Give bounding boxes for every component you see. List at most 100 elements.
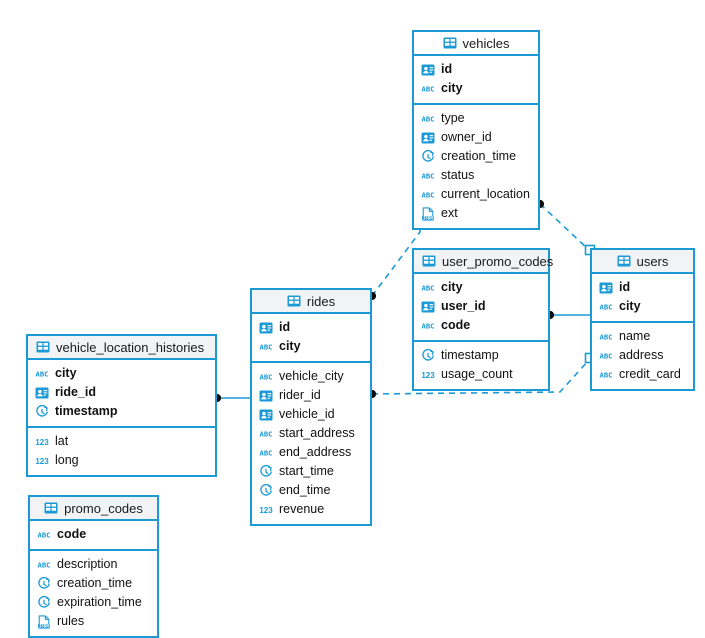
svg-text:ABC: ABC <box>422 283 435 292</box>
column-name: city <box>55 366 77 381</box>
table-grid-icon <box>617 254 631 268</box>
column-row[interactable]: ABC code <box>30 525 157 544</box>
table-header[interactable]: promo_codes <box>30 497 157 521</box>
column-name: lat <box>55 434 69 449</box>
column-row[interactable]: timestamp <box>28 402 215 421</box>
table-grid-icon <box>443 36 457 50</box>
table-grid-icon <box>36 340 50 354</box>
abc-string-icon: ABC <box>259 340 273 354</box>
table-title: promo_codes <box>64 500 143 516</box>
table-header[interactable]: users <box>592 250 693 274</box>
column-row[interactable]: id <box>592 278 693 297</box>
abc-string-icon: ABC <box>37 558 51 572</box>
column-name: code <box>441 318 471 333</box>
column-row[interactable]: owner_id <box>414 128 538 147</box>
column-row[interactable]: 123 lat <box>28 432 215 451</box>
column-name: rules <box>57 614 85 629</box>
uuid-card-icon <box>421 300 435 314</box>
table-header[interactable]: user_promo_codes <box>414 250 553 274</box>
column-row[interactable]: user_id <box>414 297 548 316</box>
relationship-rel-vlh-rides[interactable] <box>212 393 250 403</box>
relationship-rel-userpromocodes-users[interactable] <box>545 310 590 320</box>
column-row[interactable]: ride_id <box>28 383 215 402</box>
abc-string-icon: ABC <box>37 528 51 542</box>
column-name: revenue <box>279 502 325 517</box>
column-row[interactable]: end_time <box>252 481 370 500</box>
table-title: vehicle_location_histories <box>56 339 205 355</box>
column-name: city <box>441 280 463 295</box>
column-name: code <box>57 527 87 542</box>
column-name: start_time <box>279 464 334 479</box>
column-row[interactable]: rider_id <box>252 386 370 405</box>
column-name: id <box>441 62 453 77</box>
column-row[interactable]: timestamp <box>414 346 548 365</box>
column-row[interactable]: expiration_time <box>30 593 157 612</box>
table-grid-icon <box>422 254 436 268</box>
column-row[interactable]: creation_time <box>30 574 157 593</box>
column-row[interactable]: JSON rules <box>30 612 157 631</box>
svg-text:ABC: ABC <box>36 369 49 378</box>
column-name: long <box>55 453 79 468</box>
table-header[interactable]: rides <box>252 290 370 314</box>
uuid-card-icon <box>259 321 273 335</box>
abc-string-icon: ABC <box>599 349 613 363</box>
column-row[interactable]: vehicle_id <box>252 405 370 424</box>
json-file-icon: JSON <box>421 206 435 221</box>
clock-icon <box>37 576 51 591</box>
column-name: city <box>619 299 641 314</box>
column-name: timestamp <box>441 348 499 363</box>
column-row[interactable]: ABC city <box>28 364 215 383</box>
clock-icon <box>421 149 435 164</box>
column-name: ride_id <box>55 385 96 400</box>
column-name: expiration_time <box>57 595 142 610</box>
column-row[interactable]: id <box>252 318 370 337</box>
svg-text:JSON: JSON <box>39 623 49 628</box>
svg-text:123: 123 <box>35 438 49 447</box>
table-header[interactable]: vehicles <box>414 32 538 56</box>
column-row[interactable]: ABC city <box>592 297 693 316</box>
column-row[interactable]: creation_time <box>414 147 538 166</box>
svg-text:JSON: JSON <box>423 215 433 220</box>
table-header[interactable]: vehicle_location_histories <box>28 336 215 360</box>
abc-string-icon: ABC <box>259 446 273 460</box>
column-row[interactable]: ABC end_address <box>252 443 370 462</box>
column-row[interactable]: id <box>414 60 538 79</box>
column-name: start_address <box>279 426 355 441</box>
column-name: city <box>441 81 463 96</box>
column-row[interactable]: start_time <box>252 462 370 481</box>
column-name: current_location <box>441 187 530 202</box>
123-number-icon: 123 <box>259 503 273 517</box>
abc-string-icon: ABC <box>599 300 613 314</box>
column-name: name <box>619 329 651 344</box>
column-row[interactable]: ABC city <box>414 278 548 297</box>
column-name: end_address <box>279 445 352 460</box>
relationship-rel-vehicles-users[interactable] <box>535 199 596 256</box>
column-row[interactable]: 123 revenue <box>252 500 370 519</box>
column-name: type <box>441 111 465 126</box>
